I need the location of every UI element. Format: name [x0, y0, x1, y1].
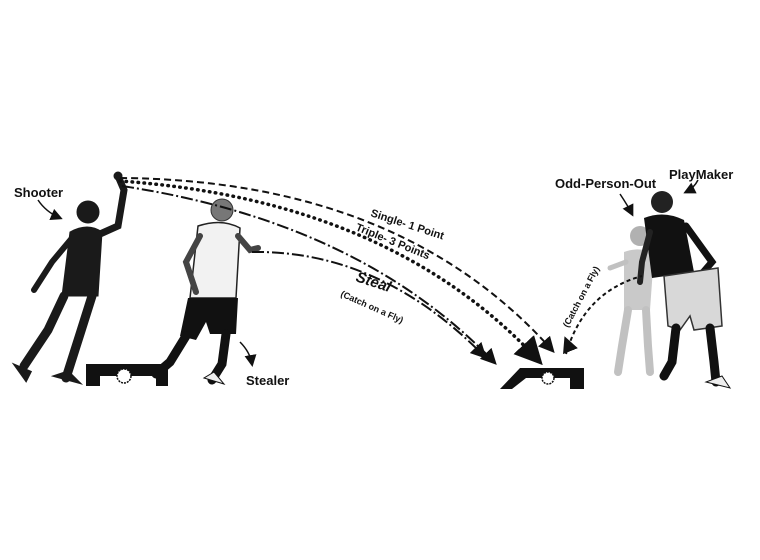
steal-shot-path	[251, 250, 487, 359]
steal-label: Steal	[354, 269, 394, 297]
stealer-figure	[151, 198, 261, 385]
shooter-label: Shooter	[14, 185, 63, 200]
left-board	[86, 364, 168, 386]
steal-catch-path	[121, 185, 497, 365]
odd-person-out-label: Odd-Person-Out	[555, 176, 657, 191]
triple-shot-path	[118, 179, 543, 366]
shooter-figure	[11, 171, 128, 385]
single-shot-path	[119, 177, 555, 353]
right-board	[500, 368, 584, 389]
return-arrow	[563, 336, 578, 355]
steal-catch-note: (Catch on a Fly)	[339, 289, 405, 326]
playmaker-figure	[637, 191, 732, 389]
playmaker-label: PlayMaker	[669, 167, 733, 182]
playmaker-catch-path	[565, 275, 643, 355]
trajectories	[118, 177, 643, 366]
stealer-label: Stealer	[246, 373, 289, 388]
label-pointers	[37, 179, 699, 367]
